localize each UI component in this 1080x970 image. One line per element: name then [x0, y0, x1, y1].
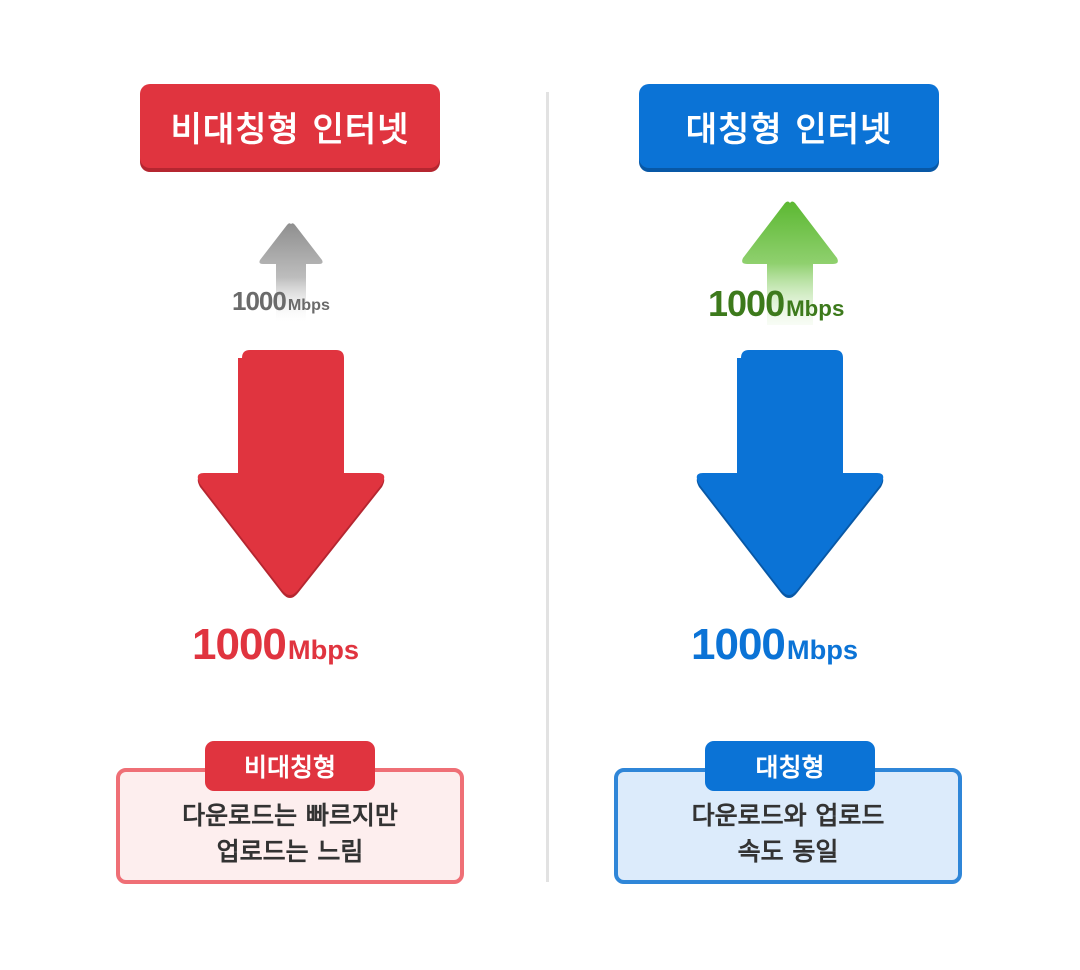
asymmetric-description-line2: 업로드는 느림: [216, 837, 364, 866]
download-arrow-icon-red: [197, 350, 385, 598]
symmetric-title: 대칭형 인터넷: [639, 84, 939, 168]
symmetric-download-speed: 1000Mbps: [691, 620, 859, 669]
asymmetric-description-line1: 다운로드는 빠르지만: [182, 801, 398, 830]
symmetric-badge: 대칭형: [705, 741, 875, 791]
upload-arrow-icon-gray: [259, 223, 323, 322]
upload-arrow-icon-green: [742, 201, 838, 325]
symmetric-description-line1: 다운로드와 업로드: [691, 801, 885, 830]
asymmetric-title: 비대칭형 인터넷: [140, 84, 440, 168]
symmetric-upload-speed: 1000Mbps: [708, 283, 845, 324]
download-arrow-icon-blue: [696, 350, 884, 598]
asymmetric-badge: 비대칭형: [205, 741, 375, 791]
asymmetric-download-speed: 1000Mbps: [192, 620, 360, 669]
center-divider: [546, 92, 549, 882]
symmetric-description-line2: 속도 동일: [737, 837, 839, 866]
